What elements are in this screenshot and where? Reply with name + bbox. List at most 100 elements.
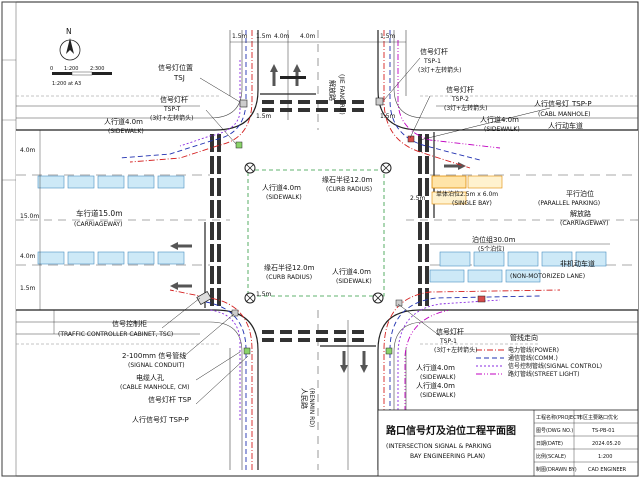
sidewalk-se-en: (SIDEWALK)	[336, 278, 372, 285]
dim-left-40b: 4.0m	[20, 253, 36, 260]
sidewalk-nw-cn: 人行道4.0m	[104, 117, 143, 126]
single-bay-cn: 单体泊位2.5m x 6.0m	[436, 190, 498, 198]
tsp1-se-cn: 信号灯杆	[436, 327, 464, 336]
sidewalk-center-cn: 人行道4.0m	[262, 183, 301, 192]
street-jiefang-cn: 解放路	[328, 80, 337, 101]
dim-top-3: 4.0m	[274, 33, 290, 40]
crosswalks	[210, 100, 429, 342]
street-renmin-en: (RENMIN RD)	[308, 388, 315, 427]
tsc-cn: 信号控制柜	[112, 319, 147, 328]
street-jiefang-en: (JIE FANG RD)	[338, 74, 345, 115]
nonmotor-cn: 非机动车道	[560, 259, 595, 268]
dim-corner-nw: 1.5m	[256, 113, 272, 120]
lane-markings-ns	[287, 30, 349, 470]
bay-group-note: (5个泊位)	[478, 245, 505, 253]
legend-swatches	[476, 349, 504, 375]
title-block-frame	[377, 409, 639, 477]
tsc-en: (TRAFFIC CONTROLLER CABINET, TSC)	[58, 331, 173, 338]
ped-signal-ne-code: TSP-P	[571, 100, 592, 108]
parking-bays-east	[429, 251, 607, 283]
legend-item-1: 通信管线(COMM.)	[508, 354, 558, 362]
tsp2-cn: 信号灯杆	[446, 85, 474, 94]
tsp-sw-cn: 信号灯杆 TSP	[148, 395, 191, 404]
legend-item-2: 信号控制管线(SIGNAL CONTROL)	[508, 362, 602, 370]
scale-tick-2: 2:300	[90, 66, 104, 72]
utility-lines	[119, 30, 561, 470]
ped-signal-ne-cn: 人行信号灯	[534, 99, 569, 108]
tsp2-note: (3灯+左转箭头)	[444, 104, 488, 112]
tsj-code: TSJ	[173, 74, 185, 82]
tb-key-4: 制图(DRAWN BY)	[536, 466, 577, 473]
sidewalk-ne-cn: 人行道4.0m	[480, 115, 519, 124]
tb-key-1: 图号(DWG NO.)	[536, 428, 573, 434]
bay-group-cn: 泊位组30.0m	[472, 235, 516, 244]
tsp1-se-note: (3灯+左转箭头)	[434, 346, 478, 354]
legend-item-0: 电力管线(POWER)	[508, 346, 559, 354]
curb-top-en: (CURB RADIUS)	[326, 186, 372, 193]
sidewalk-s2-cn: 人行道4.0m	[416, 381, 455, 390]
single-bay-en: (SINGLE BAY)	[452, 200, 492, 207]
title-cn: 路口信号灯及泊位工程平面图	[386, 424, 516, 437]
dim-top-5: 1.5m	[380, 33, 396, 40]
single-bay-2	[467, 175, 503, 189]
title-en-2: BAY ENGINEERING PLAN)	[410, 453, 485, 460]
signal-equipment	[196, 76, 486, 355]
lane-arrows	[170, 64, 466, 373]
curb-bottom-cn: 缘石半径12.0m	[264, 263, 315, 272]
scale-note: 1:200 at A3	[52, 81, 81, 87]
tb-val-2: 2024.05.20	[592, 441, 621, 447]
leader-lines	[161, 57, 551, 405]
nmv-ne-cn: 人行动车道	[548, 121, 583, 130]
binding-strip	[1, 1, 17, 477]
dim-top-4: 4.0m	[300, 33, 316, 40]
tspt-cn: 信号灯杆	[160, 95, 188, 104]
curb-bottom-en: (CURB RADIUS)	[266, 274, 312, 281]
carriageway-e-en: (CARRIAGEWAY)	[560, 220, 608, 227]
tb-val-1: TS-PB-01	[591, 428, 615, 434]
tb-val-0: 市区主要路口优化	[578, 414, 618, 421]
dim-left-40a: 4.0m	[20, 147, 36, 154]
dim-left-15b: 1.5m	[20, 285, 36, 292]
parallel-en: (PARALLEL PARKING)	[538, 200, 600, 207]
dim-corner-ne: 1.5m	[380, 113, 396, 120]
parallel-cn: 平行泊位	[566, 189, 594, 198]
curb-lines	[16, 30, 638, 470]
scale-tick-1: 1:200	[64, 66, 78, 72]
legend-item-3: 路灯管线(STREET LIGHT)	[508, 370, 579, 378]
tsp1-ne-cn: 信号灯杆	[420, 47, 448, 56]
carriageway-w-en: (CARRIAGEWAY)	[74, 221, 122, 228]
tsp1-ne-note: (3灯+左转箭头)	[418, 66, 462, 74]
north-arrow	[59, 38, 81, 61]
cm-cn: 电缆人孔	[136, 373, 164, 382]
legend-title: 管线走向	[510, 333, 538, 342]
sidewalk-center-en: (SIDEWALK)	[266, 194, 302, 201]
sidewalk-s2-en: (SIDEWALK)	[420, 392, 456, 399]
conduit-en: (SIGNAL CONDUIT)	[128, 362, 185, 369]
tb-key-0: 工程名称(PROJECT)	[536, 414, 582, 421]
tspt-note: (3灯+左转箭头)	[150, 114, 194, 122]
curb-top-cn: 缘石半径12.0m	[322, 175, 373, 184]
tsp2-code: TSP-2	[451, 96, 469, 103]
sidewalk-se-cn: 人行道4.0m	[332, 267, 371, 276]
tb-key-2: 日期(DATE)	[536, 441, 563, 447]
tsj-cn: 信号灯位置	[158, 63, 193, 72]
tspt-code: TSP-T	[163, 106, 181, 113]
sidewalk-nw-en: (SIDEWALK)	[108, 128, 144, 135]
dim-left-15: 15.0m	[20, 213, 39, 220]
parking-bays-west	[37, 175, 185, 265]
title-en-1: (INTERSECTION SIGNAL & PARKING	[386, 443, 492, 450]
sidewalk-s1-en: (SIDEWALK)	[420, 374, 456, 381]
tb-val-4: CAD ENGINEER	[588, 467, 627, 473]
tsp1-ne-code: TSP-1	[423, 58, 441, 65]
street-renmin-cn: 人民路	[300, 388, 309, 409]
dim-top-1: 1.5m	[232, 33, 248, 40]
scale-bar	[52, 71, 112, 76]
tsp1-se-code: TSP-1	[439, 338, 457, 345]
curb-radius-dashed	[247, 169, 385, 297]
dim-bay-25: 2.5m	[410, 195, 426, 202]
tspp-sw-cn: 人行信号灯 TSP-P	[132, 415, 189, 424]
carriageway-w-cn: 车行道15.0m	[76, 208, 123, 218]
north-label: N	[66, 27, 72, 36]
